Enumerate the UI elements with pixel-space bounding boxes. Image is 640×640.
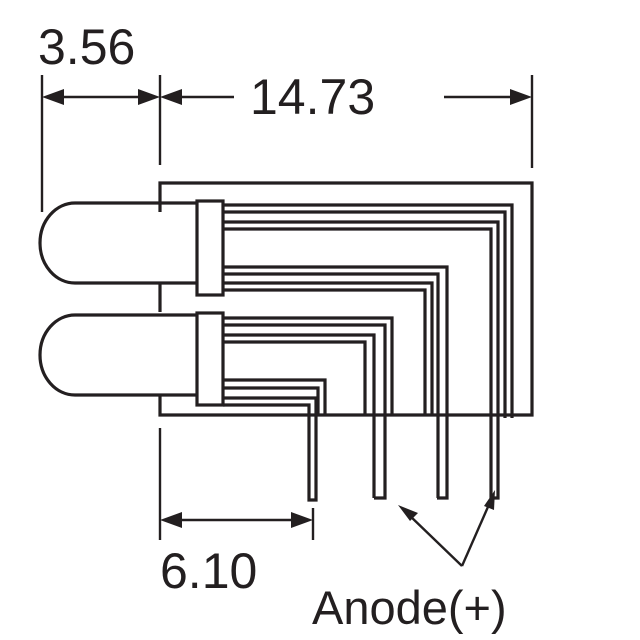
housing-outline [158,181,534,417]
led-upper [38,199,225,297]
flange-upper [195,199,225,297]
housing-body [158,181,534,417]
dimension-value-overall-length: 14.73 [250,69,375,125]
arrowhead-left [42,89,64,105]
lead-upper-anode [223,220,500,500]
lead-upper-outer-horizontal [223,203,514,418]
anode-callout: Anode(+) [312,490,507,634]
leader-line-left [407,513,463,567]
leader-arrowhead-left [398,505,418,521]
lead-set [223,203,514,502]
arrowhead-left [160,512,182,528]
lead-lower-short [223,378,327,415]
dimension-overall-length: 14.73 [160,69,534,168]
lead-middle [223,281,434,415]
arrowhead-right [291,512,313,528]
anode-label: Anode(+) [312,581,507,634]
leader-arrowhead-right [484,490,495,510]
dimension-lens-length: 3.56 [38,19,162,212]
lead-lower-cathode [223,396,318,502]
arrowhead-left [160,89,182,105]
lens-lower [38,313,197,397]
arrowhead-right [510,89,532,105]
lens-upper [38,201,197,285]
dimension-value-lead-offset: 6.10 [160,543,257,599]
leader-line-right [460,499,493,567]
flange-lower [195,311,225,407]
lead-lower-inner [223,340,367,415]
lead-upper-cathode [223,265,449,500]
dimension-lead-offset: 6.10 [158,428,315,599]
dimension-value-lens-length: 3.56 [38,19,135,75]
arrowhead-right [138,89,160,105]
led-lower [38,311,225,407]
lead-lower-anode [223,316,394,500]
